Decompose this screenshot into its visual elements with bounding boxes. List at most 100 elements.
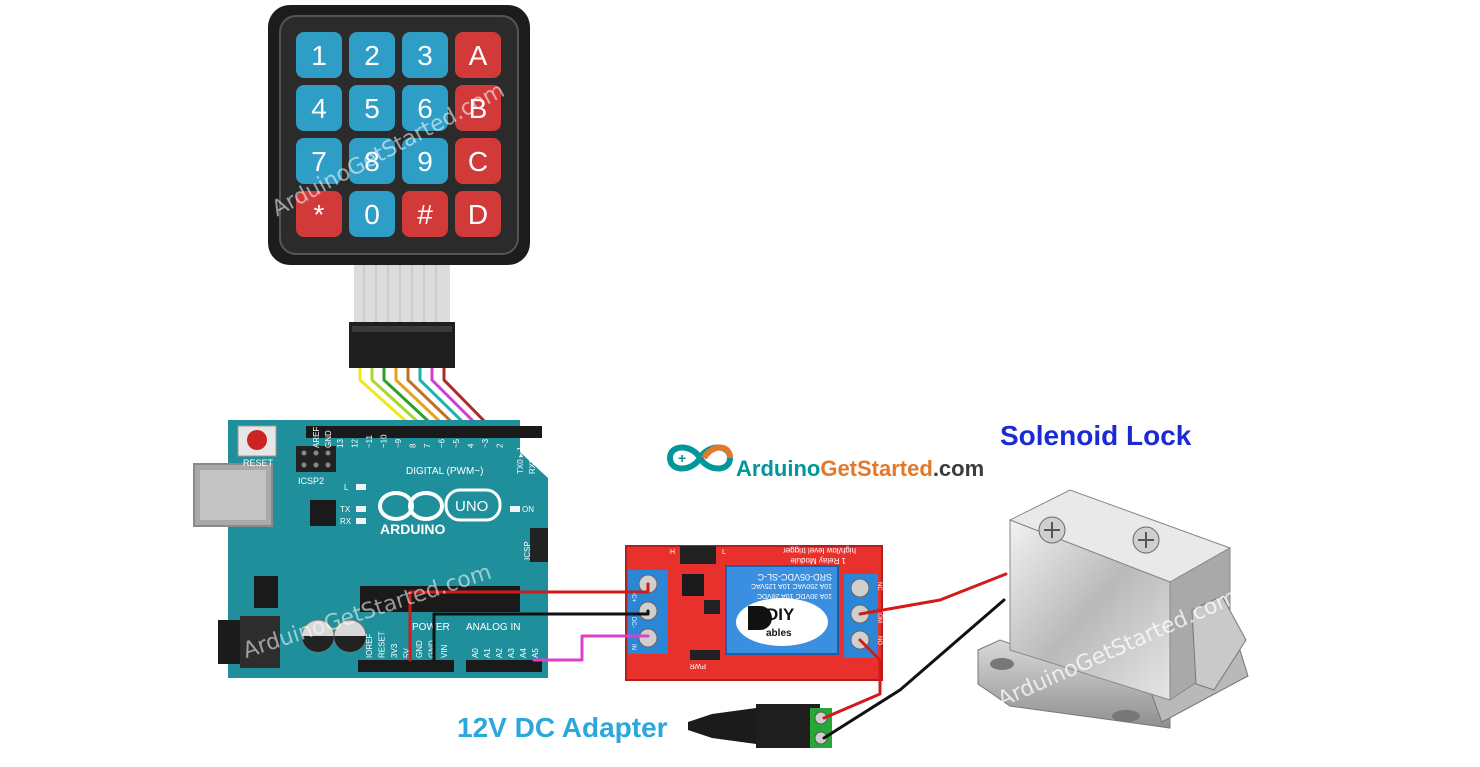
wire-lock-positive [858,572,1008,616]
relay-trigger-label: high/low level trigger [783,546,856,555]
keypad-ribbon [349,265,455,368]
rx-pin-label: RX0 ◂ 0 [528,445,537,474]
digital-pin-label: ~3 [481,438,490,448]
icsp2-label: ICSP2 [298,476,324,486]
key-B: B [455,85,501,131]
key-label: 2 [364,40,380,71]
key-3: 3 [402,32,448,78]
digital-pin-label: 7 [423,443,432,448]
tx-pin-label: TX0 ▸ 1 [516,446,525,474]
key-label: C [468,146,488,177]
digital-pin-label: 12 [351,439,360,448]
key-5: 5 [349,85,395,131]
ribbon-wire [358,368,420,434]
digital-pin-label: 8 [409,443,418,448]
key-7: 7 [296,138,342,184]
ribbon-wire [406,368,464,434]
relay-input-pin-label: DC+ [630,590,636,603]
key-label: 9 [417,146,433,177]
arduino-labels: RESET ICSP2 DIGITAL (PWM~) L TX RX ARDUI… [243,427,540,658]
power-pin-label: 3V3 [390,643,399,658]
analog-pin-label: A4 [519,648,528,658]
ribbon-wire [418,368,475,434]
key-D: D [455,191,501,237]
brand-name: ArduinoGetStarted.com [736,456,984,482]
relay-labels: 1 Relay Module high/low level trigger SR… [630,546,882,669]
digital-pin-label: ~10 [380,434,389,448]
power-pin-label: 5V [403,648,412,658]
relay-output-pin-label: COM [876,609,882,623]
dc-adapter-label: 12V DC Adapter [457,712,668,743]
analog-pin-label: A2 [495,648,504,658]
analog-pin-label: A1 [483,648,492,658]
solenoid-lock [977,489,1249,729]
key-label: 4 [311,93,327,124]
key-label: 6 [417,93,433,124]
key-label: 1 [311,40,327,71]
svg-text:+: + [678,450,686,466]
brand-name-part1: Arduino [736,456,821,481]
key-2: 2 [349,32,395,78]
ribbon-wire [382,368,442,434]
aref-label: AREF [312,427,321,448]
on-label: ON [522,505,534,514]
key-label: 5 [364,93,380,124]
relay-output-pin-label: NO [876,636,882,645]
icsp-label: ICSP [523,541,532,560]
key-label: D [468,199,488,230]
relay-h-label: H [670,549,675,556]
key-label: A [469,40,488,71]
relay-rating1: 10A 250VAC 10A 125VAC [751,582,832,589]
wire-gnd [432,609,650,662]
analog-label: ANALOG IN [466,622,520,633]
brand-name-part3: .com [932,456,985,481]
ribbon-wire [442,368,497,434]
relay-input-pin-label: IN [630,644,636,650]
brand-infinity-icon: + [666,444,734,472]
wire-lock-negative [822,598,1006,740]
key-label: * [314,199,325,230]
led-l-label: L [344,483,349,492]
relay-brand-ables: ables [766,628,792,639]
relay-output-pin-label: NC [876,582,882,591]
key-label: 0 [364,199,380,230]
digital-pin-label: 13 [336,439,345,448]
power-pin-label: VIN [440,644,449,658]
led-rx-label: RX [340,517,352,526]
key-C: C [455,138,501,184]
digital-pin-label: ~9 [394,438,403,448]
analog-pin-label: A0 [471,648,480,658]
key-8: 8 [349,138,395,184]
key-6: 6 [402,85,448,131]
relay-module-label: 1 Relay Module [790,556,846,565]
solenoid-lock-label: Solenoid Lock [1000,420,1192,451]
digital-pin-label: ~11 [365,434,374,448]
relay-input-pin-label: DC- [630,617,636,628]
power-pin-label: IOREF [365,633,374,658]
relay-module [625,545,883,681]
key-label: 7 [311,146,327,177]
key-A: A [455,32,501,78]
digital-pin-label: ~5 [452,438,461,448]
wires [408,572,1008,740]
digital-pin-label: ~6 [438,438,447,448]
analog-pin-label: A3 [507,648,516,658]
arduino-model: UNO [455,498,488,515]
digital-pin-label: 4 [467,443,476,448]
key-star: * [296,191,342,237]
ribbon-wire [370,368,431,434]
relay-part-label: SRD-05VDC-SL-C [757,572,832,582]
digital-label: DIGITAL (PWM~) [406,466,484,477]
power-pin-label: GND [415,640,424,658]
key-label: 8 [364,146,380,177]
analog-pin-label: A5 [531,648,540,658]
led-tx-label: TX [340,505,351,514]
relay-brand-diy: DIY [766,605,795,624]
brand-name-part2: GetStarted [820,456,933,481]
power-label: POWER [412,622,450,633]
